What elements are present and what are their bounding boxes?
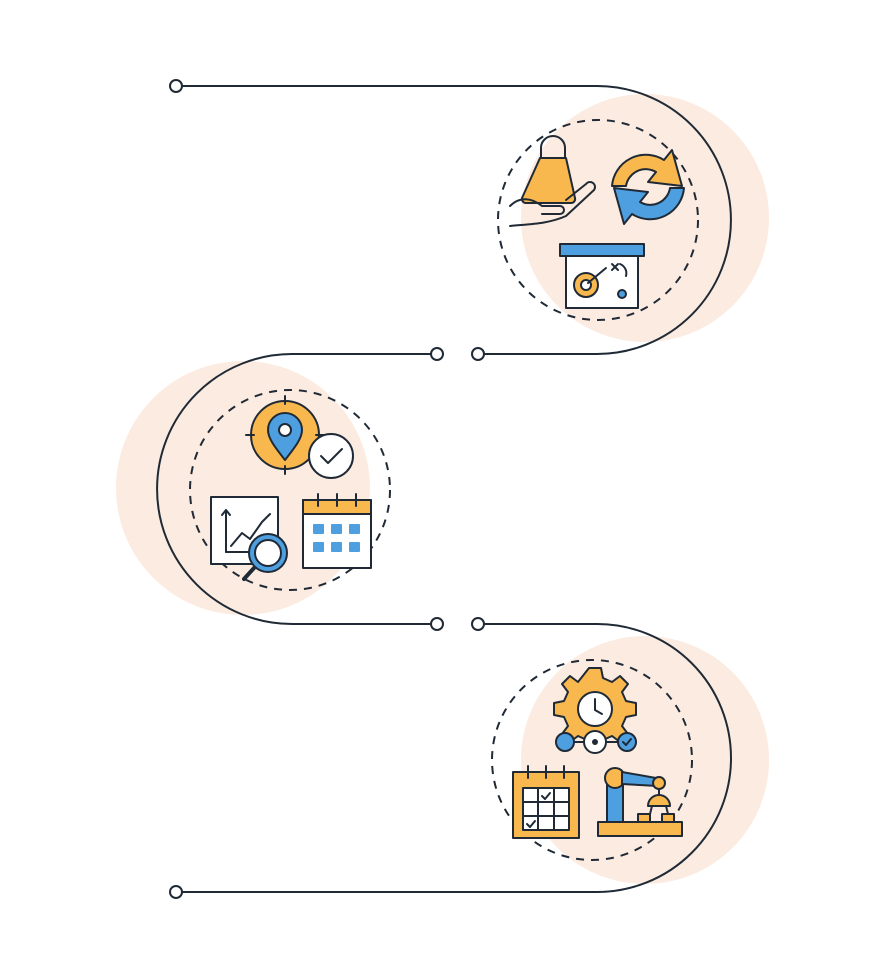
step-3-dashed-ring [491, 659, 693, 861]
robotic-arm-icon [597, 767, 683, 837]
location-target-icon [245, 395, 325, 475]
timeline-end-dot [169, 885, 183, 899]
timeline-start-dot [169, 79, 183, 93]
gear-clock-icon [553, 667, 637, 751]
check-badge-icon [308, 433, 354, 479]
refresh-cycle-icon [611, 149, 685, 225]
step-2-dashed-ring [189, 389, 391, 591]
shopping-bag-hand-icon [509, 135, 596, 227]
chart-magnifier-icon [210, 496, 288, 581]
workflow-nodes-icon [555, 730, 637, 754]
timeline-dot [430, 617, 444, 631]
step-1-dashed-ring [497, 119, 699, 321]
calendar-icon [302, 493, 372, 569]
timeline-dot [430, 347, 444, 361]
schedule-checklist-icon [512, 765, 580, 839]
strategy-board-icon [559, 243, 645, 309]
timeline-connector [156, 85, 732, 893]
timeline-dot [471, 347, 485, 361]
timeline-dot [471, 617, 485, 631]
